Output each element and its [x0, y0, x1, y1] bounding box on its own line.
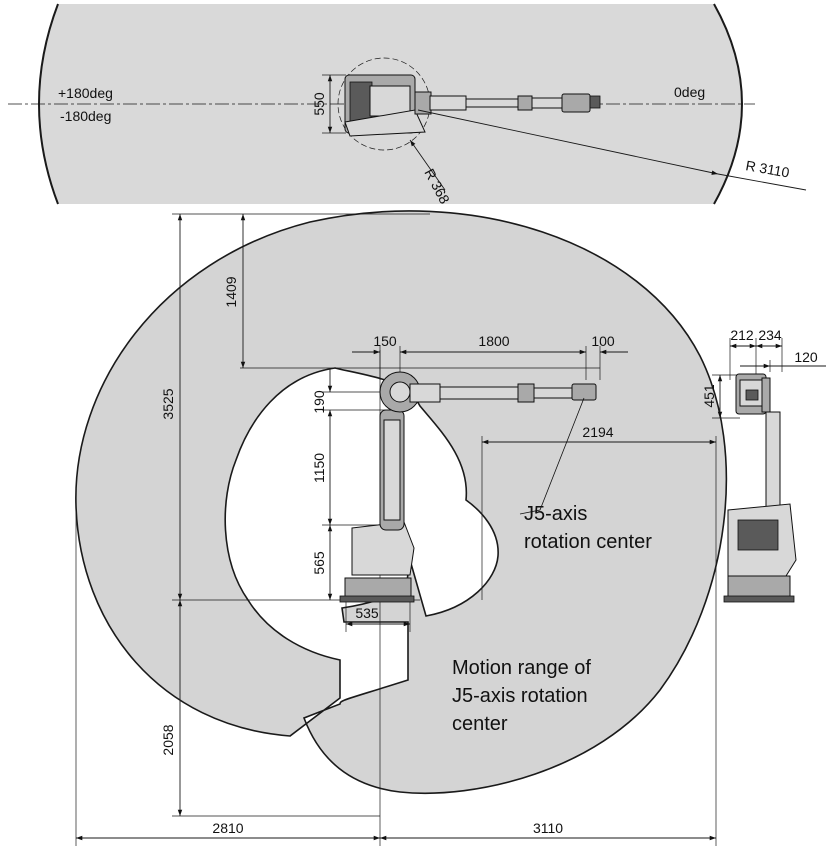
dim-550: 550: [311, 92, 327, 116]
dim-234: 234: [758, 327, 782, 343]
dim-1150: 1150: [311, 453, 327, 483]
label-j5-line2: rotation center: [524, 531, 652, 553]
label-range-line2: J5-axis rotation: [452, 685, 588, 707]
front-view: 212 234 120 451: [701, 327, 826, 603]
motion-range-area: [75, 210, 728, 795]
j5-leader-line: [519, 397, 585, 515]
dim-r3110: R 3110: [744, 157, 790, 180]
dim-1409: 1409: [223, 276, 239, 307]
dim-2194: 2194: [582, 424, 613, 440]
angle-0deg: 0deg: [674, 84, 705, 100]
label-range-line3: center: [452, 713, 508, 735]
top-view-robot: [344, 74, 601, 137]
dim-2810: 2810: [212, 820, 243, 836]
dim-120: 120: [794, 349, 818, 365]
dim-2058: 2058: [160, 724, 176, 755]
dim-1800: 1800: [478, 333, 509, 349]
dim-100: 100: [591, 333, 615, 349]
dim-565: 565: [311, 551, 327, 575]
dim-3110: 3110: [533, 820, 563, 836]
dim-3525: 3525: [160, 388, 176, 419]
dim-212: 212: [730, 327, 754, 343]
label-range-line1: Motion range of: [452, 657, 591, 679]
label-j5-line1: J5-axis: [524, 503, 587, 525]
dim-150: 150: [373, 333, 397, 349]
top-view-boundary-right: [713, 3, 743, 205]
side-view-robot: [339, 371, 597, 603]
dim-535: 535: [355, 605, 379, 621]
angle-minus180: -180deg: [60, 108, 111, 124]
dim-190: 190: [311, 390, 327, 414]
side-view: 1409 3525 2058 2810 3110 150 1800 100: [75, 210, 728, 846]
angle-plus180: +180deg: [58, 85, 113, 101]
top-view: 550 R 368 R 3110 +180deg -180deg 0deg: [8, 3, 807, 207]
dim-451: 451: [701, 384, 717, 408]
front-view-robot: [723, 373, 797, 603]
